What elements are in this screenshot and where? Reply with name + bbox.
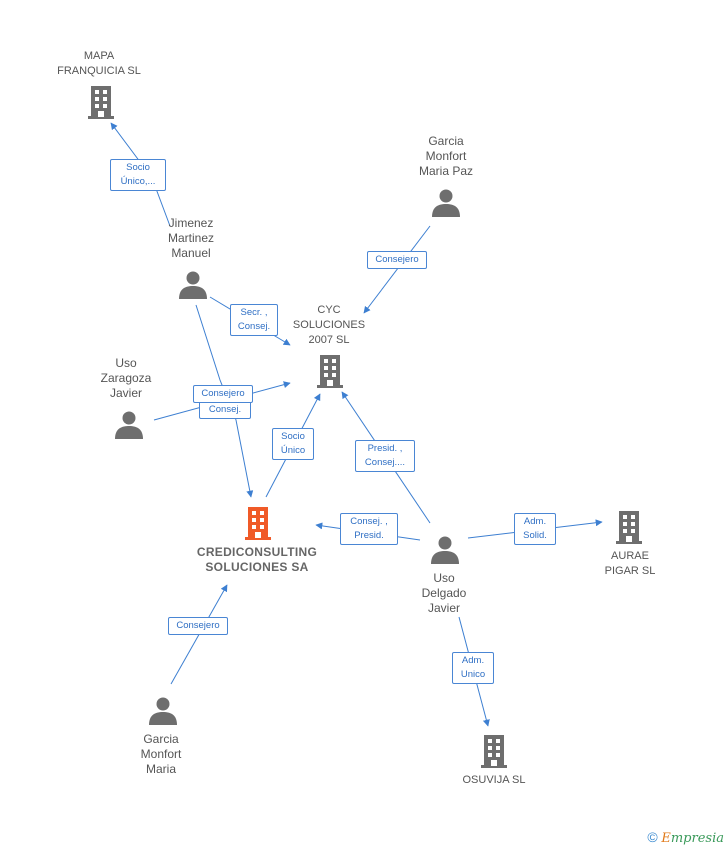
edge-label-consejero-paz[interactable]: Consejero [367, 251, 427, 269]
person-icon[interactable] [430, 535, 460, 565]
person-icon[interactable] [114, 410, 144, 440]
edge-label-consejero-maria[interactable]: Consejero [168, 617, 228, 635]
brand-name: mpresia [670, 831, 724, 846]
building-main-icon[interactable] [243, 505, 273, 541]
node-label-jimenez: Jimenez Martinez Manuel [167, 216, 214, 260]
brand-initial: E [661, 831, 671, 846]
edge-label-secr-consej[interactable]: Secr. , Consej. [230, 304, 278, 336]
building-icon[interactable] [614, 509, 644, 545]
node-label-uso-zaragoza: Uso Zaragoza Javier [100, 356, 152, 400]
building-icon[interactable] [479, 733, 509, 769]
node-label-uso-delgado: Uso Delgado Javier [421, 571, 467, 615]
person-icon[interactable] [178, 270, 208, 300]
copyright-icon: © [647, 829, 658, 845]
edge-paz-cyc [363, 225, 431, 314]
edge-label-socio-unico-cyc[interactable]: Socio Único [272, 428, 314, 460]
person-icon[interactable] [431, 188, 461, 218]
edge-label-adm-unico[interactable]: Adm. Unico [452, 652, 494, 684]
node-label-garcia-monfort-maria-paz: Garcia Monfort Maria Paz [418, 134, 474, 178]
edge-label-consej-presid[interactable]: Consej. , Presid. [340, 513, 398, 545]
empresia-logo[interactable]: © Empresia [647, 829, 724, 846]
person-icon[interactable] [148, 696, 178, 726]
node-label-osuvija: OSUVIJA SL [462, 774, 526, 786]
node-label-aurae: AURAE PIGAR SL [604, 550, 656, 577]
node-label-crediconsulting: CREDICONSULTING SOLUCIONES SA [196, 545, 318, 574]
node-label-garcia-monfort-maria: Garcia Monfort Maria [140, 732, 182, 776]
building-icon[interactable] [315, 353, 345, 389]
edge-label-consejero-zaragoza[interactable]: Consejero [193, 385, 253, 403]
edge-label-socio-unico-mapa[interactable]: Socio Único,... [110, 159, 166, 191]
node-label-mapa: MAPA FRANQUICIA SL [57, 50, 141, 77]
building-icon[interactable] [86, 84, 116, 120]
edge-label-adm-solid[interactable]: Adm. Solid. [514, 513, 556, 545]
edge-label-presid-consej[interactable]: Presid. , Consej.... [355, 440, 415, 472]
node-label-cyc: CYC SOLUCIONES 2007 SL [292, 304, 366, 346]
